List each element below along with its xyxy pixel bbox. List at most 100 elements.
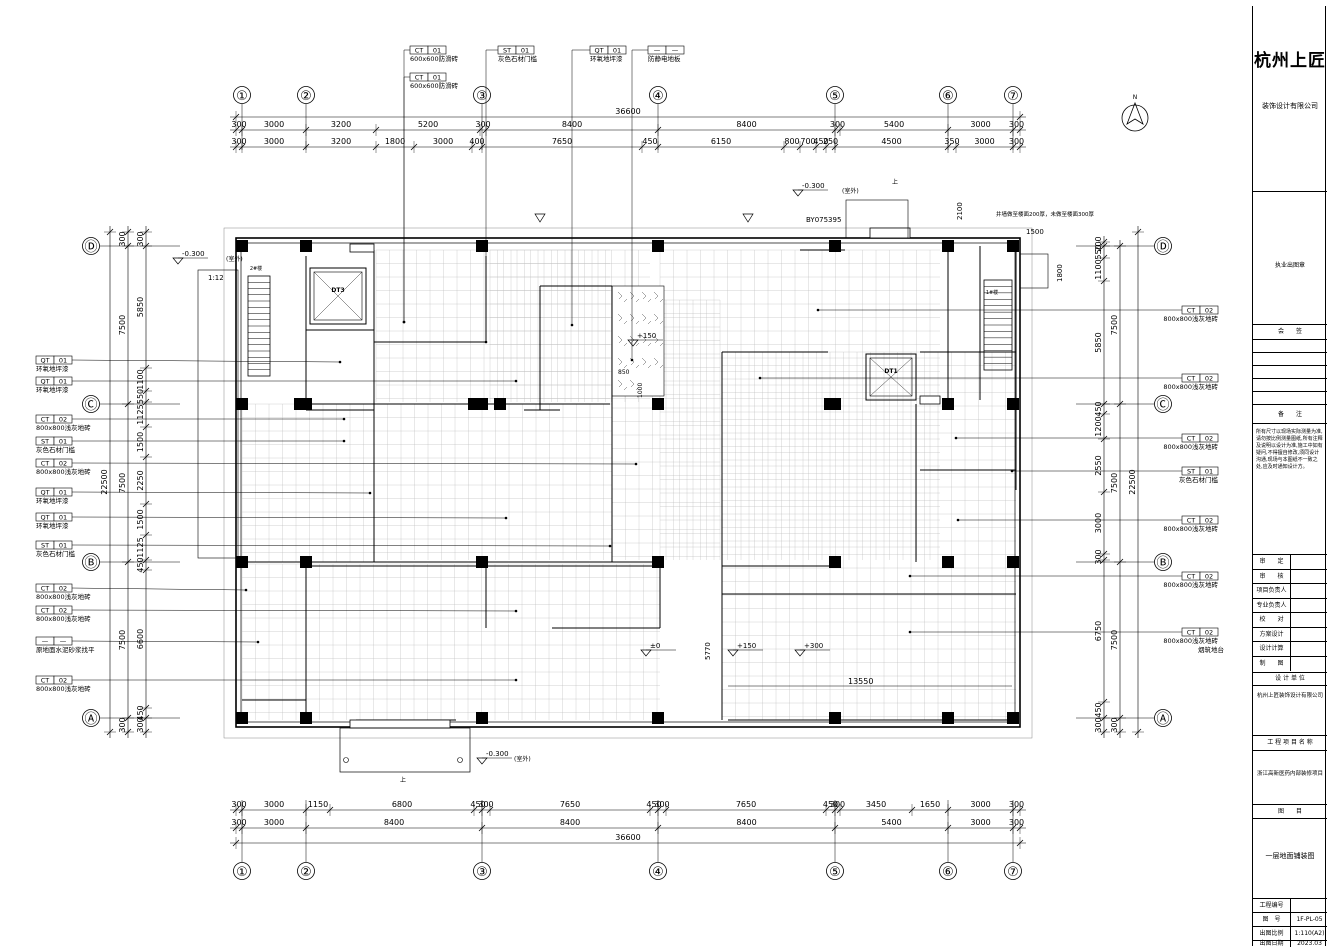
axis-bubble bbox=[82, 237, 100, 255]
dim-1000: 1000 bbox=[637, 383, 644, 398]
door bbox=[349, 719, 451, 729]
signoff-label: 制 图 bbox=[1259, 659, 1284, 667]
leader-dot bbox=[816, 308, 820, 312]
callout-num: — bbox=[60, 638, 67, 646]
callout-num: 02 bbox=[1205, 573, 1213, 581]
callout-code: ST bbox=[41, 542, 49, 550]
callout-num: 01 bbox=[433, 47, 441, 55]
axis-label: Ⓒ bbox=[84, 398, 97, 413]
dim-text: 7500 bbox=[1110, 315, 1119, 335]
callout-code: CT bbox=[41, 460, 50, 468]
dim-text: 300 bbox=[830, 800, 845, 809]
signoff-label: 项目负责人 bbox=[1256, 587, 1287, 594]
callout-code: CT bbox=[1187, 435, 1196, 443]
side-ramp bbox=[197, 269, 239, 559]
leader-line bbox=[71, 462, 637, 465]
dim-text: 36600 bbox=[615, 107, 640, 116]
callout-code: ST bbox=[1187, 468, 1195, 476]
callout-num-box bbox=[1199, 466, 1219, 476]
column bbox=[468, 398, 480, 410]
axis-bubble bbox=[297, 862, 315, 880]
signoff-row: 设计计算 bbox=[1253, 641, 1327, 656]
dim-text: 8400 bbox=[560, 818, 580, 827]
leader-dot bbox=[244, 588, 248, 592]
section-marker-icon bbox=[534, 213, 546, 223]
column bbox=[652, 712, 664, 724]
signoff-value bbox=[1290, 613, 1328, 627]
axis-label: Ⓓ bbox=[1156, 240, 1169, 255]
elevator-car bbox=[313, 271, 363, 321]
column bbox=[300, 556, 312, 568]
callout-num-box bbox=[1199, 373, 1219, 383]
dim-text: 3000 bbox=[970, 800, 990, 809]
axis-bubble bbox=[826, 862, 844, 880]
callout-num-box bbox=[427, 72, 447, 82]
callout-num-box bbox=[1199, 515, 1219, 525]
dim-text: 6600 bbox=[136, 629, 145, 649]
leader-dot bbox=[630, 358, 634, 362]
inner-wall-line bbox=[240, 242, 1016, 723]
dim-text: 8400 bbox=[736, 818, 756, 827]
scale-label: 出图比例 bbox=[1259, 930, 1284, 937]
signoff-label: 专业负责人 bbox=[1256, 601, 1287, 609]
hatch-mark bbox=[617, 291, 628, 303]
callout-num-box bbox=[1199, 305, 1219, 315]
column bbox=[942, 240, 954, 252]
elevator-label: DT3 bbox=[331, 287, 344, 294]
leader-dot bbox=[256, 640, 260, 644]
callout-desc: 灰色石材门槛 bbox=[36, 549, 76, 558]
axis-bubble bbox=[1154, 237, 1172, 255]
callout-num: 02 bbox=[59, 585, 67, 593]
axis-label: ③ bbox=[476, 865, 488, 880]
axis-label: ② bbox=[300, 89, 312, 104]
ramp-label: 1:12 bbox=[208, 274, 224, 282]
axis-label: Ⓑ bbox=[1156, 556, 1169, 571]
axis-label: ⑤ bbox=[829, 89, 841, 104]
left-callout: ——原地面水泥砂浆找平 bbox=[35, 636, 95, 654]
leader-line bbox=[71, 544, 611, 547]
axis-bubble bbox=[1154, 395, 1172, 413]
dim-text: 5400 bbox=[884, 120, 904, 129]
column bbox=[829, 240, 841, 252]
dim-13550: 13550 bbox=[848, 677, 873, 686]
level-triangle bbox=[172, 257, 184, 265]
column bbox=[652, 398, 664, 410]
callout-desc: 环氧地坪漆 bbox=[36, 364, 69, 373]
level-outdoor-bottom: -0.300 bbox=[476, 750, 512, 765]
callout-num: 02 bbox=[1205, 517, 1213, 525]
right-total: 22500 bbox=[1128, 226, 1144, 738]
level-plus150-2: +150 bbox=[627, 332, 663, 347]
leader-dot bbox=[342, 417, 346, 421]
column bbox=[236, 712, 248, 724]
dim-text: 2250 bbox=[136, 470, 145, 490]
level-text: ±0 bbox=[650, 642, 660, 650]
dim-text: 1125 bbox=[136, 404, 145, 424]
leader-dot bbox=[514, 379, 518, 383]
countersign-label: 会 签 bbox=[1277, 328, 1302, 335]
callout-desc: 灰色石材门槛 bbox=[36, 445, 76, 454]
callout-code: QT bbox=[40, 514, 49, 522]
rear-step bbox=[845, 199, 909, 239]
axis-bubble bbox=[473, 862, 491, 880]
project-no-value bbox=[1290, 899, 1328, 913]
dim-text: 5200 bbox=[418, 120, 438, 129]
dim-text: 300 bbox=[231, 120, 246, 129]
hatch-mark bbox=[617, 335, 628, 347]
signoff-value bbox=[1290, 584, 1328, 598]
leader-dot bbox=[1010, 469, 1014, 473]
dim-text: 300 bbox=[1009, 120, 1024, 129]
elevator-dt1: DT1 bbox=[865, 353, 917, 401]
column bbox=[652, 556, 664, 568]
dim-text: 550 bbox=[136, 389, 145, 404]
door bbox=[349, 243, 375, 253]
callout-code: CT bbox=[41, 607, 50, 615]
level-outdoor-left: -0.300 bbox=[172, 250, 208, 265]
elevator-shaft bbox=[865, 353, 917, 401]
callout-num-box bbox=[1199, 571, 1219, 581]
drawing-title-label: 图 目 bbox=[1277, 808, 1302, 815]
